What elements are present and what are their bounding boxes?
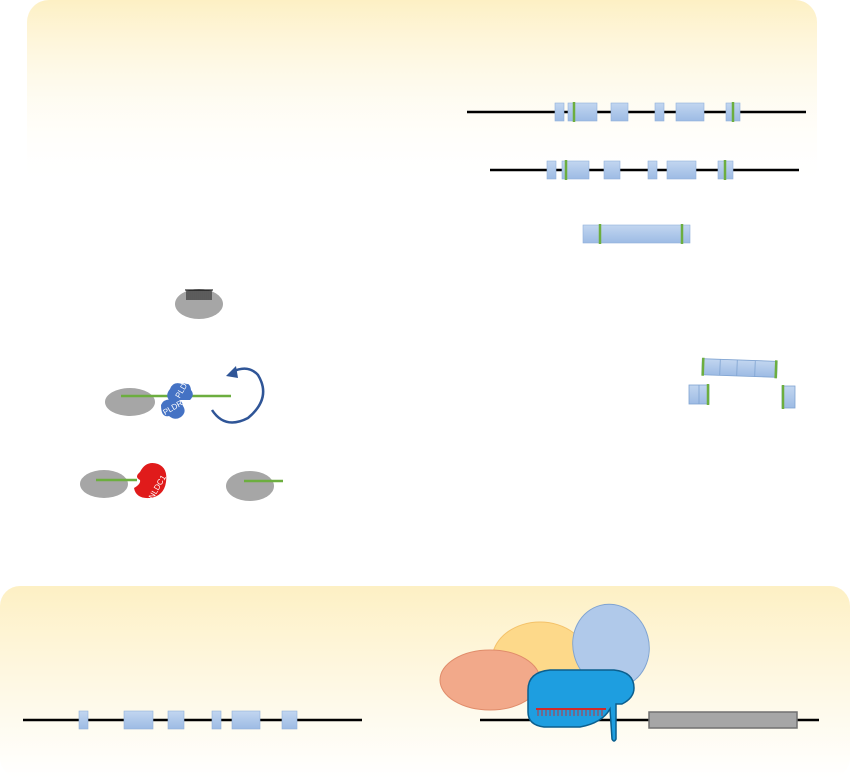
exon xyxy=(567,102,598,122)
gene-structure-bottom xyxy=(23,710,362,730)
exon xyxy=(78,710,89,730)
boundary-mark xyxy=(701,357,705,376)
exon xyxy=(554,102,565,122)
mitochondrion-icon xyxy=(80,470,128,498)
arrowhead xyxy=(226,366,238,378)
transcript-segment xyxy=(582,224,691,244)
fragment-left xyxy=(688,384,710,405)
boundary-mark xyxy=(774,360,778,379)
mitochondrion-icon xyxy=(105,388,155,416)
exon xyxy=(281,710,298,730)
transcription-complex-icon xyxy=(439,603,819,742)
pnldc1-icon xyxy=(134,463,167,499)
complex-subunit-cyan xyxy=(527,669,635,742)
exon xyxy=(603,160,621,180)
precursor-ticks xyxy=(185,289,213,300)
exon xyxy=(211,710,222,730)
exon xyxy=(231,710,261,730)
mitochondrion-icon xyxy=(175,289,223,319)
pnldc1-step: PNLDC1 xyxy=(80,463,283,505)
gene-structure-1 xyxy=(467,102,806,122)
exon xyxy=(647,160,658,180)
exon xyxy=(610,102,629,122)
pld-cleavage-step: PLD6 PLDR xyxy=(105,366,265,424)
pld-complex-icon: PLD6 PLDR xyxy=(161,377,193,419)
fragment-right xyxy=(781,385,796,409)
exon xyxy=(561,160,590,180)
exon xyxy=(167,710,185,730)
rna-ticks xyxy=(537,709,603,716)
exon xyxy=(654,102,665,122)
gene-body xyxy=(648,711,798,729)
top-panel-background xyxy=(27,0,817,190)
mitochondrion-icon xyxy=(226,471,274,501)
exon xyxy=(675,102,705,122)
processed-fragments xyxy=(688,357,796,409)
exon xyxy=(546,160,557,180)
complex-subunit-orange xyxy=(439,649,541,711)
bottom-panel-background xyxy=(0,586,850,778)
exon xyxy=(666,160,697,180)
fragment-long xyxy=(701,357,778,379)
curved-arrow-icon xyxy=(210,367,265,424)
gene-structure-2 xyxy=(490,160,799,180)
exon xyxy=(123,710,154,730)
